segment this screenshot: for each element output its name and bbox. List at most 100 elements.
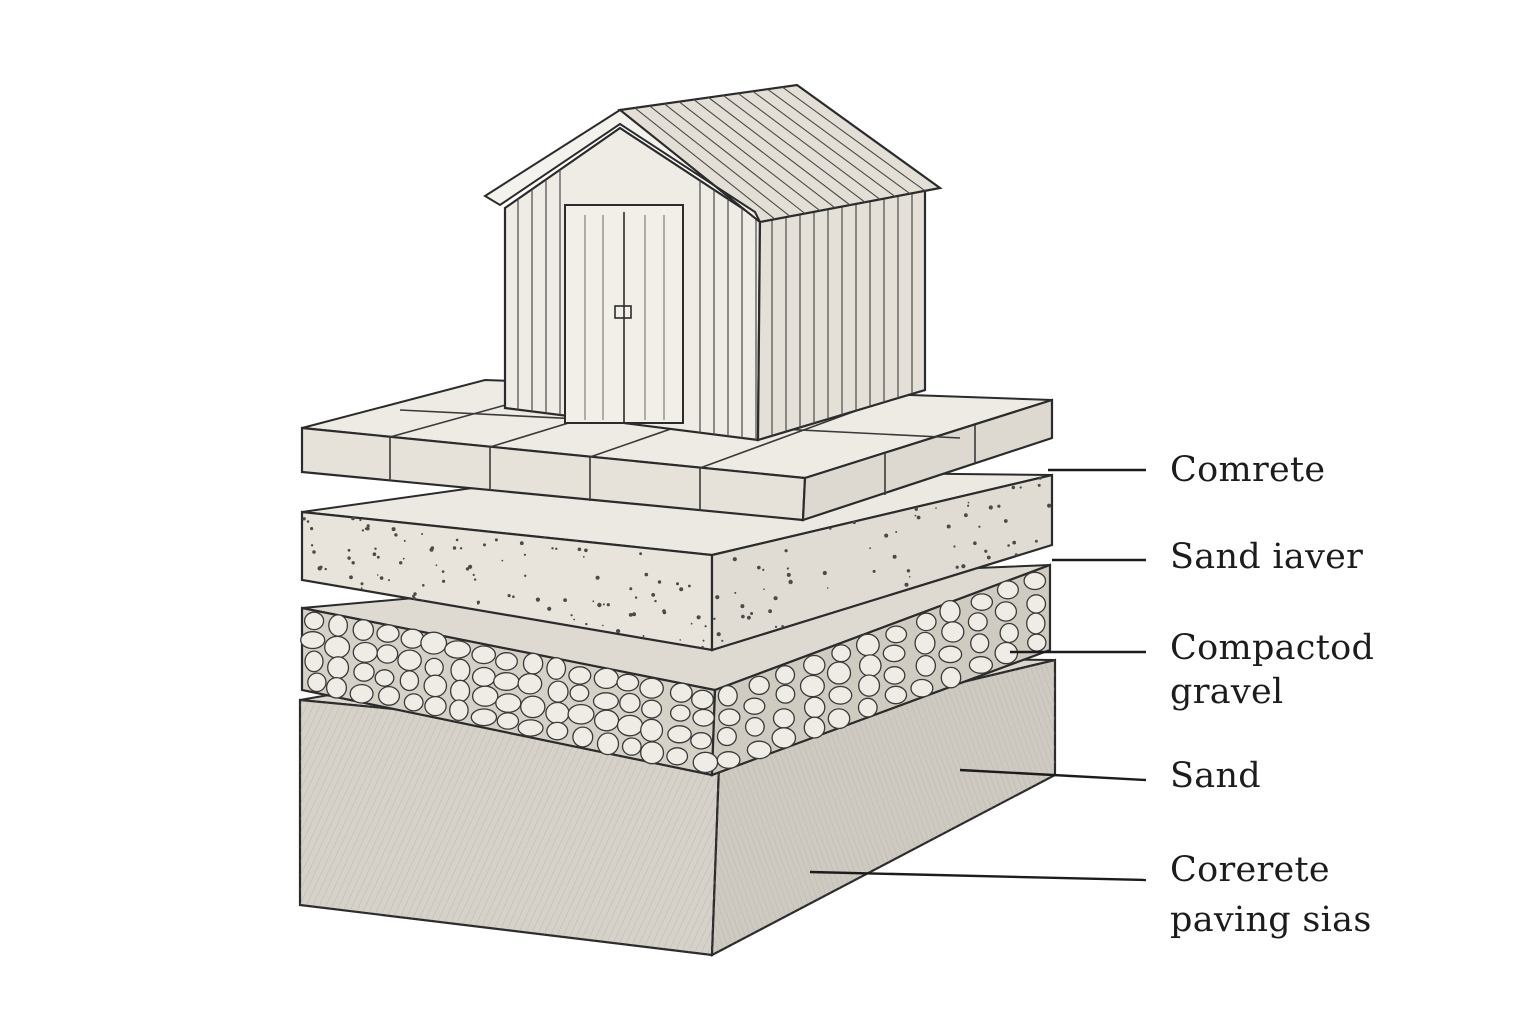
sand-speckle	[388, 579, 390, 582]
shed-roof-gable-trim	[483, 108, 761, 223]
gravel-stone	[803, 654, 826, 676]
gravel-stone	[938, 645, 963, 664]
sand-speckle	[639, 552, 642, 556]
gravel-stone	[471, 645, 497, 665]
gravel-stone	[1023, 571, 1047, 591]
gravel-stone	[1026, 612, 1046, 635]
gravel-stone	[968, 656, 994, 674]
sand-speckle	[364, 527, 368, 530]
gravel-stone	[970, 593, 994, 611]
sand-speckle	[430, 546, 435, 550]
label-sand: Sand	[1170, 756, 1261, 796]
gravel-stone	[826, 661, 852, 685]
sand-speckle	[967, 504, 970, 507]
roof-rib	[693, 99, 836, 209]
gravel-stone	[970, 633, 990, 654]
sand-speckle	[654, 599, 657, 603]
sand-speckle	[452, 546, 457, 550]
sand-speckle	[543, 536, 546, 539]
sand-speckle	[786, 572, 791, 577]
gravel-stone	[449, 679, 471, 703]
roof-rib	[708, 97, 851, 206]
sand-speckle	[916, 515, 921, 520]
sand-speckle	[351, 561, 355, 565]
gravel-stone	[423, 674, 448, 698]
gravel-stone	[692, 708, 715, 727]
sand-speckle	[852, 520, 856, 525]
sand-speckle	[657, 580, 662, 584]
gravel-stone	[855, 633, 880, 657]
gravel-stones	[300, 571, 1047, 774]
sand-speckle	[628, 613, 633, 617]
gravel-stone	[667, 725, 692, 744]
sand-speckle	[391, 527, 396, 532]
gravel-stone	[444, 640, 472, 659]
gravel-stone	[470, 708, 498, 727]
sand-speckle	[997, 504, 1001, 508]
gravel-stone	[803, 716, 826, 739]
sand-speckle	[869, 547, 871, 550]
sand-speckle	[584, 548, 588, 553]
sand-speckle	[441, 570, 445, 573]
roof-rib	[678, 101, 821, 212]
leader-lines	[809, 468, 1147, 882]
sand-speckle	[582, 556, 585, 558]
sand-layer-side	[710, 473, 1054, 652]
sand-speckle	[402, 557, 405, 560]
sand-speckle	[524, 574, 527, 577]
sand-speckle	[690, 622, 693, 625]
sand-speckle	[312, 550, 316, 554]
sand-speckle	[768, 609, 772, 614]
sand-speckle	[523, 553, 527, 556]
sand-speckle	[715, 595, 720, 600]
sand-speckle	[740, 604, 745, 609]
label-top-concrete: Comrete	[1170, 450, 1326, 490]
sand-speckle	[914, 507, 918, 511]
gravel-stone	[910, 678, 934, 698]
gravel-stone	[349, 683, 374, 704]
sand-speckle	[967, 501, 970, 504]
gravel-stone	[831, 644, 852, 663]
gravel-stone	[669, 704, 691, 722]
label-concrete-paving-slab-line1: Corerete	[1170, 850, 1330, 890]
sand-speckle	[442, 579, 446, 583]
gravel-stone	[592, 692, 619, 711]
sand-speckle	[741, 614, 745, 619]
sand-speckle	[788, 579, 793, 585]
sand-speckle	[679, 587, 684, 592]
gravel-stone	[520, 695, 546, 719]
shed-boards	[517, 169, 913, 440]
gravel-stone	[403, 693, 424, 712]
gravel-stone	[324, 635, 351, 659]
gravel-stone	[399, 670, 420, 692]
gravel-stone	[941, 621, 965, 643]
gravel-stone	[994, 601, 1018, 622]
sand-speckle	[935, 507, 937, 509]
gravel-stone	[883, 666, 906, 685]
gravel-stone	[568, 666, 592, 685]
sand-speckle	[359, 518, 362, 522]
gravel-stone	[775, 684, 796, 704]
sand-speckle	[688, 584, 691, 588]
sand-speckle	[379, 576, 384, 580]
sand-speckle	[310, 544, 314, 547]
gravel-stone	[328, 614, 349, 637]
sand-speckle	[413, 592, 417, 596]
gravel-stone	[471, 685, 499, 707]
sand-speckle	[786, 567, 790, 570]
sand-speckle	[1038, 476, 1042, 480]
sand-speckle	[376, 555, 380, 559]
leader-concrete-paving-slab	[809, 870, 1147, 882]
gravel-stone	[596, 732, 620, 756]
sand-speckle	[372, 552, 377, 556]
sand-speckle	[988, 505, 993, 510]
gravel-stone	[325, 676, 348, 699]
gravel-stone	[420, 631, 448, 655]
gravel-stone	[400, 628, 425, 649]
sand-speckle	[774, 625, 778, 629]
sand-speckle	[494, 538, 498, 542]
sand-speckle	[1037, 483, 1041, 487]
gravel-stone	[639, 677, 664, 699]
sand-speckle	[422, 584, 425, 587]
